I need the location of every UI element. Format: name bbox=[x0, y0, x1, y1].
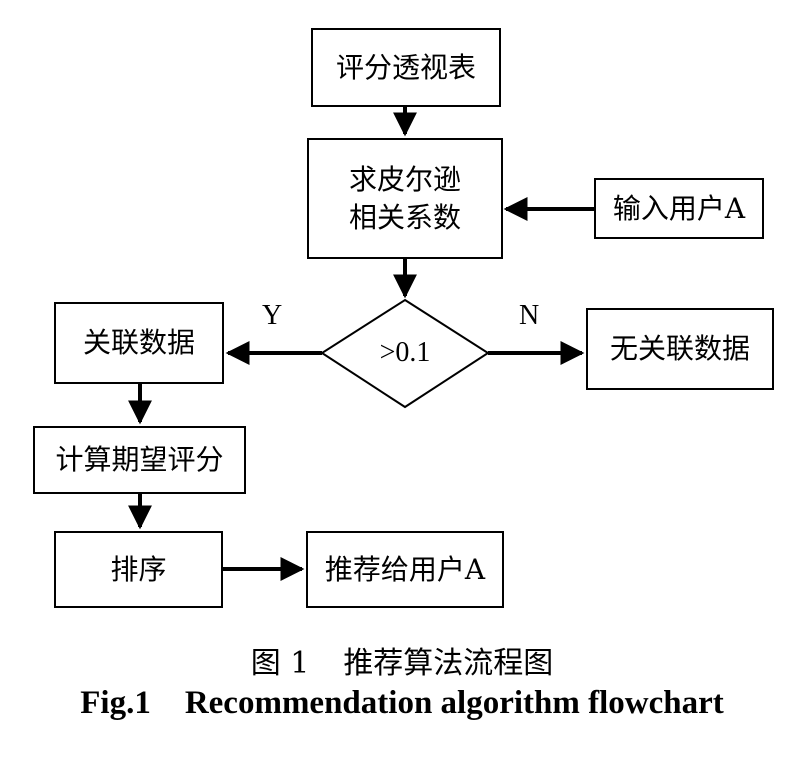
node-expected-rating-label: 计算期望评分 bbox=[55, 443, 224, 477]
yes-branch-label: Y bbox=[262, 300, 283, 331]
node-unrelated-data-label: 无关联数据 bbox=[609, 332, 750, 366]
figure-title-en: Recommendation algorithm flowchart bbox=[184, 685, 724, 721]
node-pearson-line1: 求皮尔逊 bbox=[348, 162, 461, 196]
decision-label: >0.1 bbox=[379, 337, 431, 368]
node-related-data: 关联数据 bbox=[54, 302, 224, 384]
node-pearson-line2: 相关系数 bbox=[348, 200, 461, 234]
node-related-data-label: 关联数据 bbox=[82, 326, 195, 360]
node-recommend-to-user: 推荐给用户A bbox=[306, 531, 504, 608]
figure-caption-english: Fig.1 Recommendation algorithm flowchart bbox=[0, 685, 804, 722]
node-rating-pivot-table: 评分透视表 bbox=[311, 28, 501, 107]
figure-caption-chinese: 图 1 推荐算法流程图 bbox=[0, 638, 804, 682]
node-sort: 排序 bbox=[54, 531, 223, 608]
node-rating-pivot-table-label: 评分透视表 bbox=[335, 50, 476, 84]
node-expected-rating: 计算期望评分 bbox=[33, 426, 246, 494]
node-unrelated-data: 无关联数据 bbox=[586, 308, 774, 390]
decision-diamond bbox=[320, 298, 490, 409]
node-pearson-correlation: 求皮尔逊 相关系数 bbox=[307, 138, 503, 259]
figure-number-en: Fig.1 bbox=[80, 685, 151, 721]
node-input-user-label: 输入用户A bbox=[612, 191, 746, 225]
figure-number-cn: 图 1 bbox=[250, 646, 310, 681]
figure-title-cn: 推荐算法流程图 bbox=[343, 646, 554, 681]
node-sort-label: 排序 bbox=[110, 552, 167, 586]
node-input-user: 输入用户A bbox=[594, 178, 764, 239]
no-branch-label: N bbox=[519, 300, 540, 331]
node-recommend-to-user-label: 推荐给用户A bbox=[324, 552, 486, 586]
